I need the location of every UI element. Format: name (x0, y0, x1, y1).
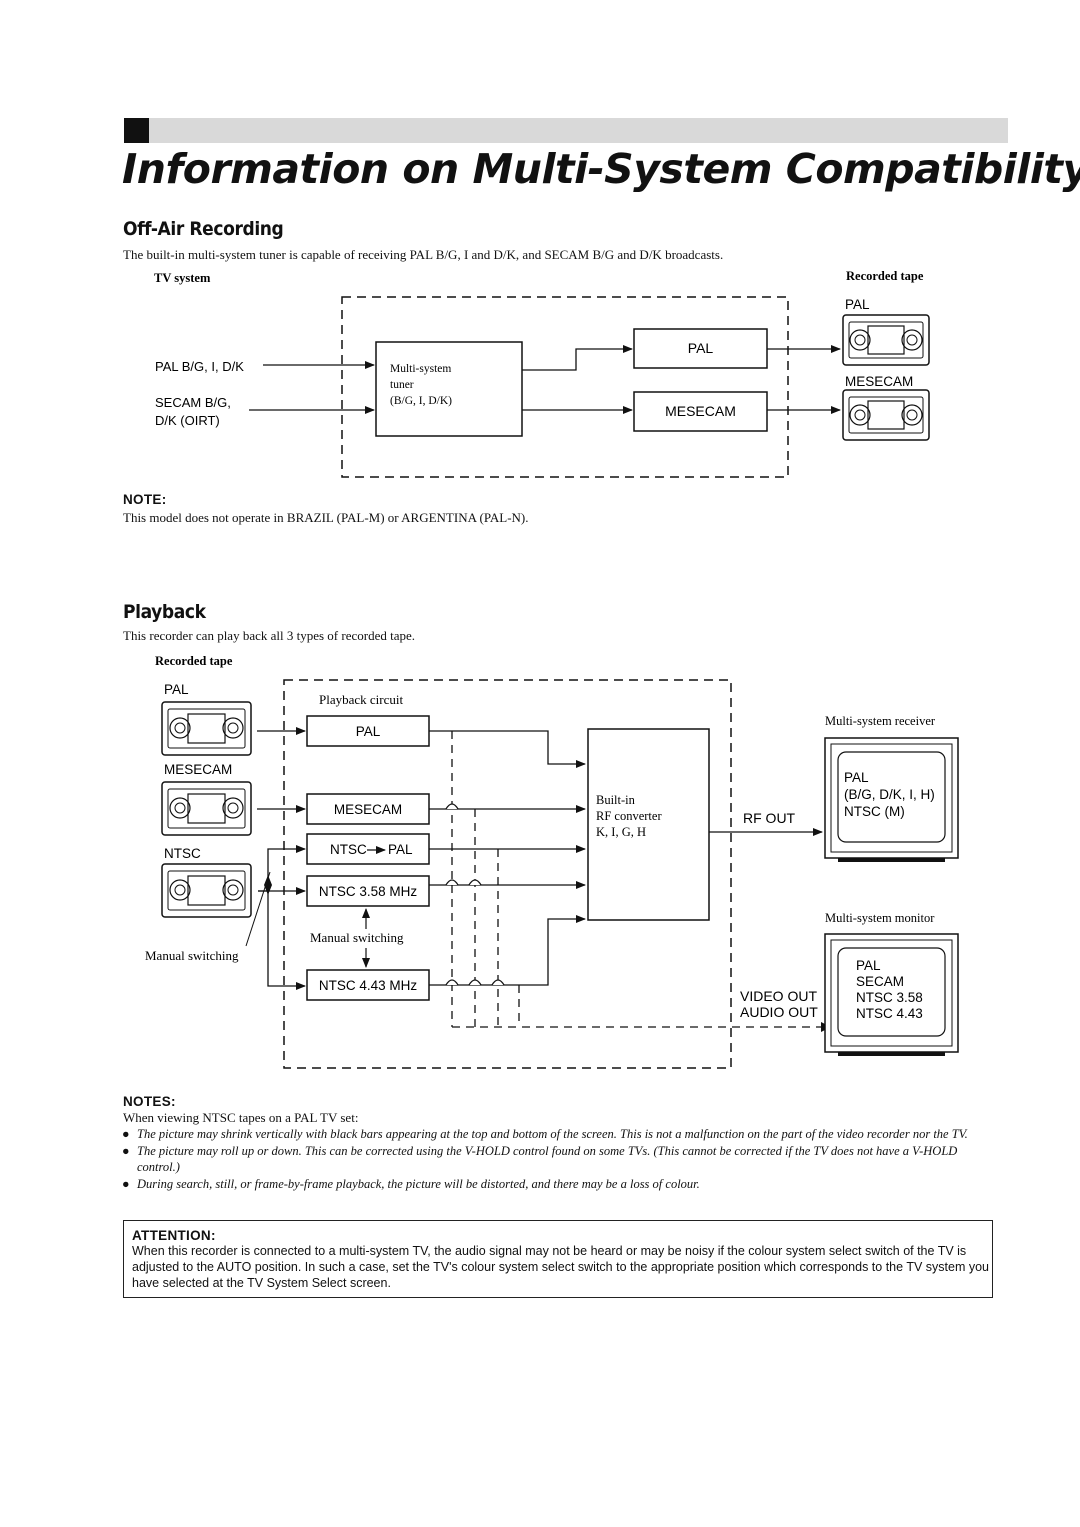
bullet-icon: ● (122, 1177, 130, 1191)
monitor-screen-line-2: SECAM (856, 974, 904, 989)
line-crossover-humps (445, 803, 505, 986)
monitor-screen-line-4: NTSC 4.43 (856, 1006, 923, 1021)
receiver-screen-line-1: PAL (844, 770, 869, 785)
pb-mesecam-box (306, 793, 430, 825)
bullet-icon: ● (122, 1144, 130, 1158)
receiver-screen-line-3: NTSC (M) (844, 804, 905, 819)
pb-ntsc443-box-label: NTSC 4.43 MHz (319, 978, 418, 993)
pb-ntsc443-box (306, 969, 430, 1001)
note-item-text: During search, still, or frame-by-frame … (137, 1177, 700, 1191)
rf-converter-line-3: K, I, G, H (596, 825, 646, 839)
audio-out-label: AUDIO OUT (740, 1004, 818, 1020)
note-item-text: The picture may roll up or down. This ca… (137, 1144, 958, 1174)
recorded-tape-label: Recorded tape (846, 269, 924, 283)
pb-ntsc-pal-box-label-2: PAL (388, 842, 413, 857)
header-square (124, 118, 149, 143)
list-item: ● The picture may shrink vertically with… (122, 1126, 1002, 1142)
off-air-intro: The built-in multi-system tuner is capab… (123, 247, 724, 262)
playback-intro: This recorder can play back all 3 types … (123, 628, 416, 643)
video-bypass-lines (451, 731, 821, 1028)
monitor-screen-line-1: PAL (856, 958, 881, 973)
record-mesecam-box (633, 391, 768, 432)
vhs-tape-icon (842, 314, 930, 366)
vhs-tape-icon (161, 781, 252, 836)
record-pal-box-label: PAL (688, 340, 714, 356)
pb-pal-out-arrow (429, 730, 586, 768)
page-title: Information on Multi-System Compatibilit… (122, 145, 1080, 193)
vhs-tape-icon (161, 863, 252, 918)
record-pal-box (633, 328, 768, 369)
list-item: ● The picture may roll up or down. This … (122, 1143, 1002, 1175)
manual-switching-center-label: Manual switching (310, 930, 404, 945)
attention-box: ATTENTION: When this recorder is connect… (123, 1220, 993, 1298)
pb-tape-ntsc-label: NTSC (164, 846, 201, 861)
playback-heading: Playback (123, 601, 206, 623)
vhs-tape-icon (842, 389, 930, 441)
pb-tape-mesecam-label: MESECAM (164, 762, 232, 777)
input-pal-label: PAL B/G, I, D/K (155, 359, 244, 374)
list-item: ● During search, still, or frame-by-fram… (122, 1176, 1002, 1192)
attention-heading: ATTENTION: (132, 1228, 216, 1243)
tv-receiver-icon (824, 737, 959, 862)
playback-boundary (283, 679, 732, 1069)
note-item-text: The picture may shrink vertically with b… (137, 1127, 968, 1141)
pb-ntsc443-out-arrow (429, 915, 586, 986)
tape-mesecam-label: MESECAM (845, 374, 913, 389)
playback-circuit-label: Playback circuit (319, 692, 403, 707)
rf-converter-line-2: RF converter (596, 809, 662, 823)
input-secam-label-1: SECAM B/G, (155, 395, 231, 410)
attention-text: When this recorder is connected to a mul… (132, 1244, 989, 1290)
notes-intro: When viewing NTSC tapes on a PAL TV set: (123, 1110, 359, 1125)
tv-monitor-icon (824, 933, 959, 1056)
tuner-line-1: Multi-system (390, 363, 451, 375)
receiver-label: Multi-system receiver (825, 714, 936, 728)
pb-tape-pal-label: PAL (164, 682, 189, 697)
tv-system-label: TV system (154, 271, 211, 285)
pb-ntsc-pal-box (306, 833, 430, 865)
pb-pal-box (306, 715, 430, 747)
recorder-boundary (341, 296, 789, 478)
header-bar (124, 118, 1008, 143)
rf-converter-box (587, 728, 710, 921)
pb-ntsc358-box-label: NTSC 3.58 MHz (319, 884, 418, 899)
tuner-box (375, 341, 523, 437)
pb-pal-box-label: PAL (356, 724, 381, 739)
pb-ntsc443-in-arrow (267, 891, 306, 990)
notes-list: ● The picture may shrink vertically with… (122, 1126, 1002, 1193)
pb-ntsc-pal-box-label-1: NTSC (330, 842, 367, 857)
receiver-screen-line-2: (B/G, D/K, I, H) (844, 787, 935, 802)
pb-mesecam-box-label: MESECAM (334, 802, 402, 817)
off-air-heading: Off-Air Recording (123, 218, 284, 240)
pb-ntsc358-box (306, 875, 430, 907)
note-text: This model does not operate in BRAZIL (P… (123, 510, 529, 525)
notes-heading: NOTES: (123, 1094, 176, 1109)
record-mesecam-box-label: MESECAM (665, 403, 736, 419)
monitor-screen-line-3: NTSC 3.58 (856, 990, 923, 1005)
tuner-to-pal-arrow (522, 345, 633, 371)
vhs-tape-icon (161, 701, 252, 756)
tape-pal-label: PAL (845, 297, 870, 312)
rf-out-label: RF OUT (743, 810, 796, 826)
note-heading: NOTE: (123, 492, 167, 507)
tuner-line-3: (B/G, I, D/K) (390, 395, 452, 407)
monitor-label: Multi-system monitor (825, 911, 935, 925)
tuner-line-2: tuner (390, 379, 414, 391)
input-secam-label-2: D/K (OIRT) (155, 413, 220, 428)
pb-ntsc-pal-in-arrow (258, 845, 306, 892)
video-out-label: VIDEO OUT (740, 988, 817, 1004)
rf-converter-line-1: Built-in (596, 793, 636, 807)
playback-recorded-tape-label: Recorded tape (155, 654, 233, 668)
bullet-icon: ● (122, 1127, 130, 1141)
manual-switching-left-label: Manual switching (145, 948, 239, 963)
